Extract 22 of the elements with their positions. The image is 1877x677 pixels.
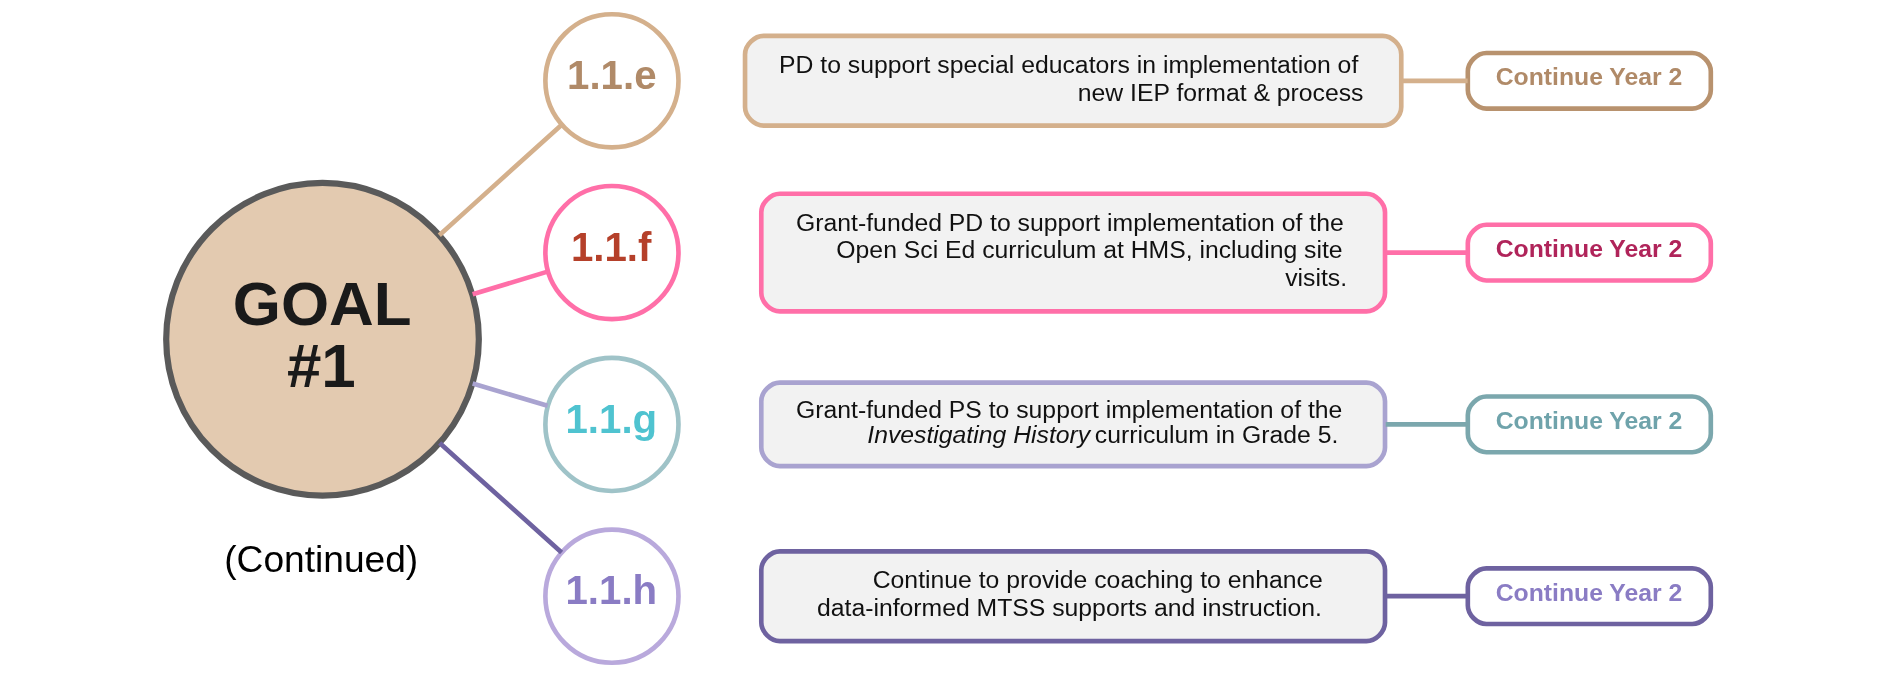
node-box: Continue Year 2: [1465, 394, 1714, 455]
node-box: Continue Year 2: [1465, 566, 1714, 627]
connector: [437, 123, 563, 237]
node-box: Grant-funded PS to support implementation of the Investigating History curriculum in Grade 5.: [758, 380, 1388, 469]
connector: [438, 441, 564, 555]
node-box: PD to support special educators in implementation of new IEP format & process: [742, 33, 1404, 128]
node-box: Grant-funded PD to support implementation of the Open Sci Ed curriculum at HMS, including site visits.: [758, 191, 1388, 314]
connector: [1385, 250, 1468, 255]
node-box: Continue to provide coaching to enhance data-informed MTSS supports and instruction.: [758, 549, 1388, 644]
connector: [1385, 422, 1468, 427]
node-circle: 1.1.g: [543, 355, 681, 494]
connector: [472, 381, 549, 408]
connector: [472, 269, 549, 297]
connector: [1385, 593, 1468, 599]
node-circle: 1.1.f: [543, 183, 681, 322]
node-label: (Continued): [224, 537, 419, 580]
connector: [1401, 78, 1468, 84]
node-box: Continue Year 2: [1465, 222, 1714, 283]
node-box: Continue Year 2: [1465, 50, 1714, 111]
node-circle: GOAL #1: [163, 179, 482, 499]
node-circle: 1.1.e: [543, 11, 681, 150]
node-circle: 1.1.h: [543, 527, 681, 666]
